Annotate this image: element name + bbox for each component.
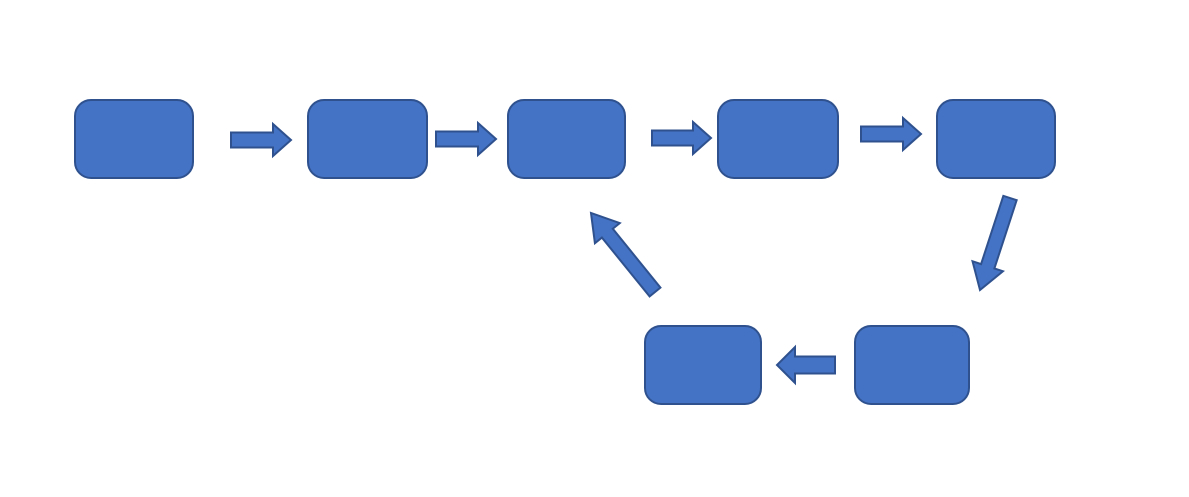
connector-arrow-step5-to-step6-diagonal-down xyxy=(971,194,1018,292)
connector-arrow-step7-to-step3-diagonal-up xyxy=(589,211,662,298)
flow-node-step-2 xyxy=(307,99,428,179)
flow-node-step-4 xyxy=(717,99,839,179)
connector-arrow-step3-to-step4 xyxy=(651,119,713,157)
flow-node-step-5 xyxy=(936,99,1056,179)
flow-node-step-3 xyxy=(507,99,626,179)
flow-node-step-1 xyxy=(74,99,194,179)
connector-arrow-step6-to-step7-left xyxy=(775,344,836,386)
connector-arrow-step4-to-step5 xyxy=(860,115,923,153)
flow-node-step-6-bottom-right xyxy=(854,325,970,405)
flow-node-step-7-bottom-left xyxy=(644,325,762,405)
connector-arrow-step1-to-step2 xyxy=(230,121,293,159)
connector-arrow-step2-to-step3 xyxy=(435,120,498,158)
